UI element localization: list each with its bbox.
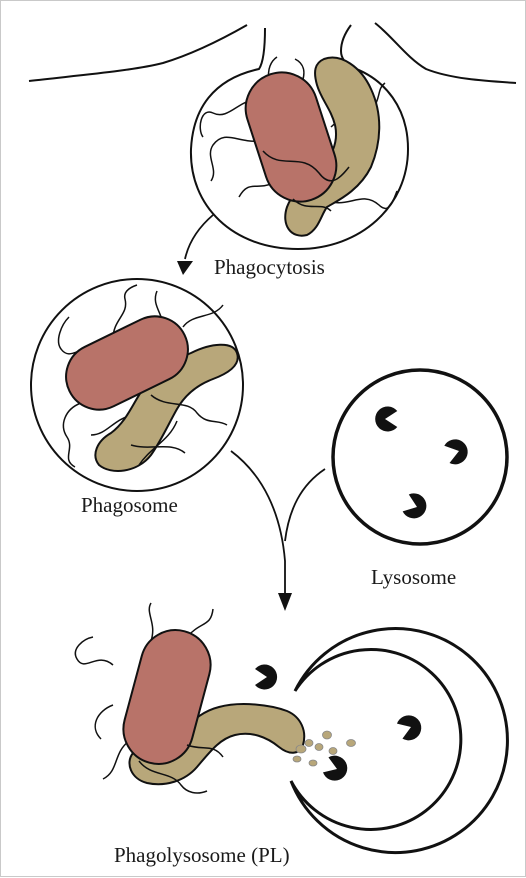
flagellum — [210, 137, 259, 181]
flagellum — [149, 603, 152, 641]
pacman-shaped-enzyme-icon — [255, 665, 277, 690]
flagellum — [95, 705, 113, 739]
phagocytosis-label: Phagocytosis — [214, 257, 325, 278]
pacman-shaped-enzyme-icon — [401, 491, 429, 522]
pacman-shaped-enzyme-icon — [442, 436, 471, 467]
lysosome-label: Lysosome — [371, 567, 456, 588]
flagellum — [63, 403, 81, 467]
phagolysosome-label: Phagolysosome (PL) — [114, 845, 290, 866]
stage-phagolysosome — [75, 603, 507, 853]
lysosome-membrane — [333, 370, 507, 544]
arrow-to-phagolysosome — [231, 451, 325, 611]
pacman-shaped-enzyme-icon — [395, 712, 424, 743]
cell-membrane — [375, 23, 516, 83]
cell-membrane — [29, 25, 247, 81]
arrow-to-phagosome — [177, 215, 213, 275]
phagolysosome-membrane — [291, 629, 507, 853]
phagosome-label: Phagosome — [81, 495, 178, 516]
pacman-shaped-enzyme-icon — [321, 753, 350, 784]
stage-phagosome — [31, 279, 243, 491]
pacman-shaped-enzyme-icon — [375, 406, 397, 431]
flagellum — [239, 183, 273, 197]
flagellum — [75, 637, 113, 665]
stage-phagocytosis — [29, 23, 516, 249]
stage-lysosome — [333, 370, 507, 544]
flagellum — [103, 741, 129, 779]
